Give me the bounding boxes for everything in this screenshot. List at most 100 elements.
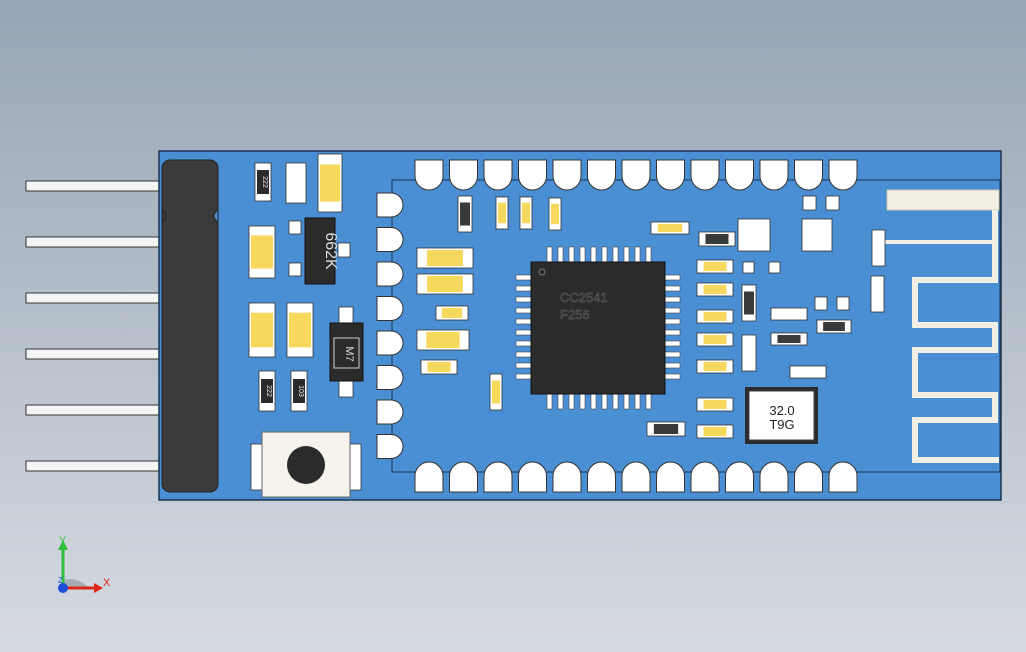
part-body (874, 236, 883, 260)
smd-part (650, 221, 690, 235)
ic-pin (645, 393, 652, 410)
left-castellated-pads (376, 192, 404, 459)
castellated-pad (690, 461, 720, 493)
castellated-pad (376, 192, 404, 218)
ic-pin (601, 246, 608, 263)
ic-pin (546, 246, 553, 263)
pad-square (814, 296, 828, 311)
smd-part (696, 309, 734, 324)
ic-pin (634, 246, 641, 263)
smd-part (457, 195, 473, 233)
ic-pin (612, 246, 619, 263)
castellated-pad (414, 159, 444, 191)
castellated-pad (794, 461, 823, 493)
pad-square (836, 296, 850, 311)
crystal-oscillator: 32.0 T9G (745, 387, 818, 444)
castellated-pad (828, 461, 858, 493)
pad-square (801, 218, 833, 252)
ic-pin (664, 274, 681, 281)
smd-part (770, 332, 808, 346)
ic-pin (664, 351, 681, 358)
resistor-marking-3: 103 (297, 385, 304, 397)
ic-pin (664, 296, 681, 303)
part-body (441, 308, 463, 318)
pad-square (802, 195, 817, 211)
smd-part (698, 231, 736, 247)
smd-part (416, 273, 474, 295)
part-body (777, 335, 801, 343)
top-castellated-pads (414, 159, 858, 191)
crystal-marking-line2: T9G (769, 417, 794, 432)
tactile-button[interactable] (250, 431, 362, 498)
castellated-pad (621, 461, 651, 493)
ic-pin (664, 362, 681, 369)
part-body (703, 427, 727, 436)
pcb-antenna (880, 189, 1000, 463)
part-body (873, 282, 882, 306)
bottom-castellated-pads (414, 461, 858, 493)
smd-part (696, 259, 734, 274)
smd-part (416, 247, 474, 269)
ic-pin (515, 274, 532, 281)
castellated-pad (587, 461, 616, 493)
ic-pin (623, 246, 630, 263)
part-body (703, 285, 727, 294)
smd-part (741, 334, 757, 372)
castellated-pad (449, 461, 478, 493)
marked-resistors: 222 222 103 (254, 162, 308, 412)
part-body (703, 312, 727, 321)
ic-pin (579, 393, 586, 410)
ic-pin (590, 393, 597, 410)
part-body (498, 202, 506, 224)
ic-pin (515, 351, 532, 358)
ic-pin (515, 340, 532, 347)
smd-part (248, 225, 276, 279)
smd-part (741, 284, 757, 322)
smd-part (696, 424, 734, 439)
pad-square (742, 261, 755, 274)
part-body (427, 250, 463, 266)
smd-part (789, 365, 827, 379)
regulator-marking: 662K (322, 232, 339, 270)
resistor-marking-2: 222 (265, 385, 272, 397)
part-body (703, 262, 727, 271)
castellated-pad (656, 159, 685, 191)
diode-marking: M7 (343, 346, 355, 361)
button-plunger[interactable] (287, 446, 325, 484)
part-body (427, 362, 451, 372)
resistor-marking-1: 222 (261, 176, 268, 188)
smd-part (248, 302, 276, 358)
part-body (653, 424, 679, 434)
castellated-pad (759, 159, 789, 191)
ic-pin (664, 285, 681, 292)
castellated-pad (414, 461, 444, 493)
castellated-pad (828, 159, 858, 191)
smd-part (317, 153, 343, 213)
ic-pin (515, 373, 532, 380)
smd-part (435, 305, 469, 321)
part-body (251, 312, 273, 348)
ic-pin (664, 340, 681, 347)
smd-part (416, 329, 470, 351)
castellated-pad (552, 461, 582, 493)
ic-pin (557, 246, 564, 263)
pin-header-housing (161, 159, 219, 493)
smd-part (696, 397, 734, 412)
castellated-pad (518, 461, 547, 493)
smd-part (696, 332, 734, 347)
part-body (744, 291, 754, 315)
castellated-pad (725, 159, 754, 191)
castellated-pad (656, 461, 685, 493)
ic-pin (568, 393, 575, 410)
smd-part (871, 229, 886, 267)
part-body (426, 332, 460, 348)
main-ic-cc2541: CC2541 F256 (515, 246, 681, 410)
castellated-pad (483, 461, 513, 493)
part-body (427, 276, 463, 292)
pad-square (825, 195, 840, 211)
smd-part (646, 421, 686, 437)
part-body (823, 322, 845, 331)
castellated-pad (621, 159, 651, 191)
part-body (551, 203, 559, 225)
